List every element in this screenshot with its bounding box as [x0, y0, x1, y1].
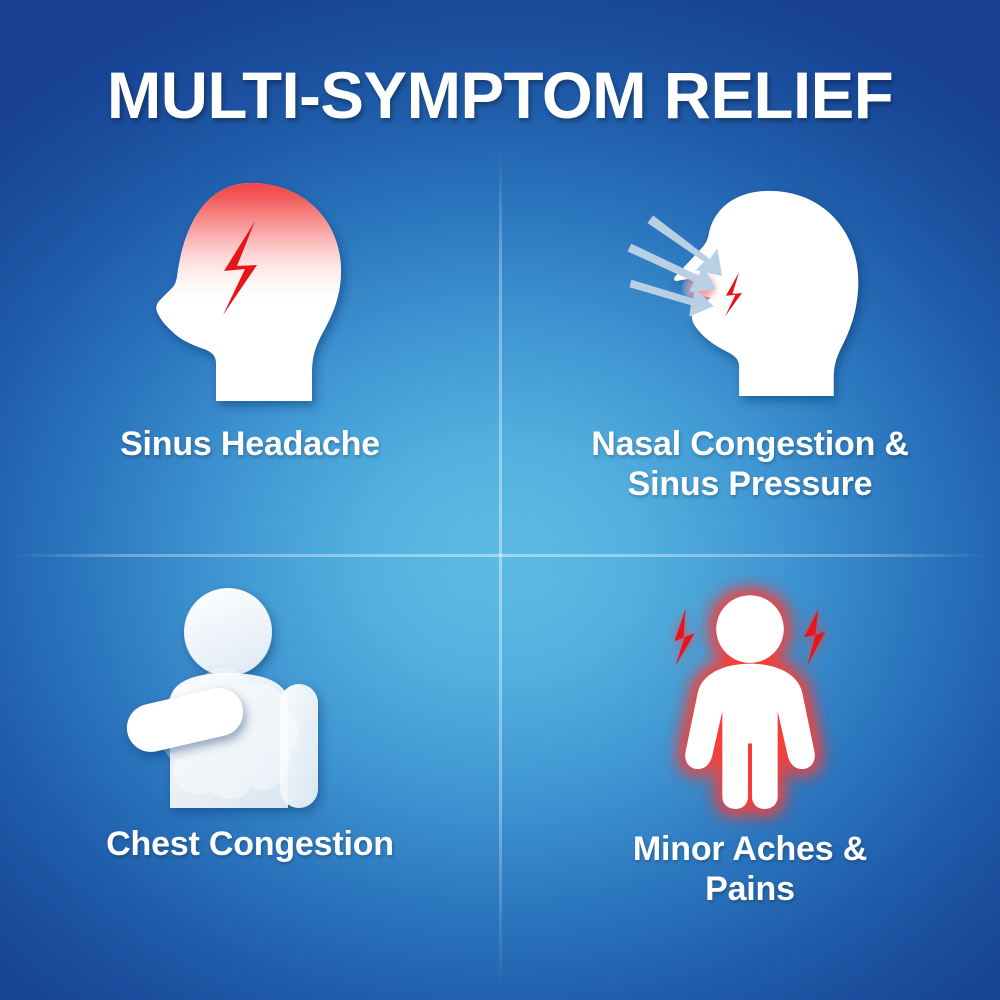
person-head — [184, 588, 272, 676]
person-head — [716, 595, 784, 663]
red-pain-gradient — [156, 183, 341, 310]
symptom-label: Nasal Congestion & Sinus Pressure — [591, 425, 909, 504]
page-title: MULTI-SYMPTOM RELIEF — [106, 58, 894, 132]
arrow-bottom — [629, 279, 714, 317]
two-red-lightning-bolts — [674, 608, 826, 666]
head-profile-headache-icon — [120, 175, 380, 410]
arrow-top — [647, 215, 723, 276]
standing-person-aches-icon — [620, 580, 880, 815]
arrow-middle — [627, 243, 717, 293]
red-lightning-bolt — [223, 221, 257, 315]
horizontal-divider — [10, 554, 990, 557]
lightning-bolt-right — [804, 608, 826, 666]
bent-arm — [126, 688, 244, 752]
symptom-label: Minor Aches & Pains — [632, 830, 868, 909]
symptom-card-nasal-congestion: Nasal Congestion & Sinus Pressure — [500, 175, 1000, 504]
symptom-card-chest-congestion: Chest Congestion — [0, 580, 500, 864]
symptom-label: Sinus Headache — [120, 425, 380, 463]
symptom-label: Chest Congestion — [106, 825, 394, 863]
red-lightning-bolt — [724, 272, 742, 317]
three-incoming-arrows — [627, 215, 723, 317]
symptom-card-minor-aches-pains: Minor Aches & Pains — [500, 580, 1000, 909]
person-body — [685, 663, 815, 809]
vertical-divider — [499, 150, 502, 990]
person-figure — [685, 595, 815, 809]
symptom-card-sinus-headache: Sinus Headache — [0, 175, 500, 464]
head-silhouette — [674, 190, 859, 397]
torso-chest-congestion-icon — [120, 580, 380, 810]
head-profile-nasal-congestion-icon — [620, 175, 880, 410]
lightning-bolt-left — [674, 608, 695, 666]
